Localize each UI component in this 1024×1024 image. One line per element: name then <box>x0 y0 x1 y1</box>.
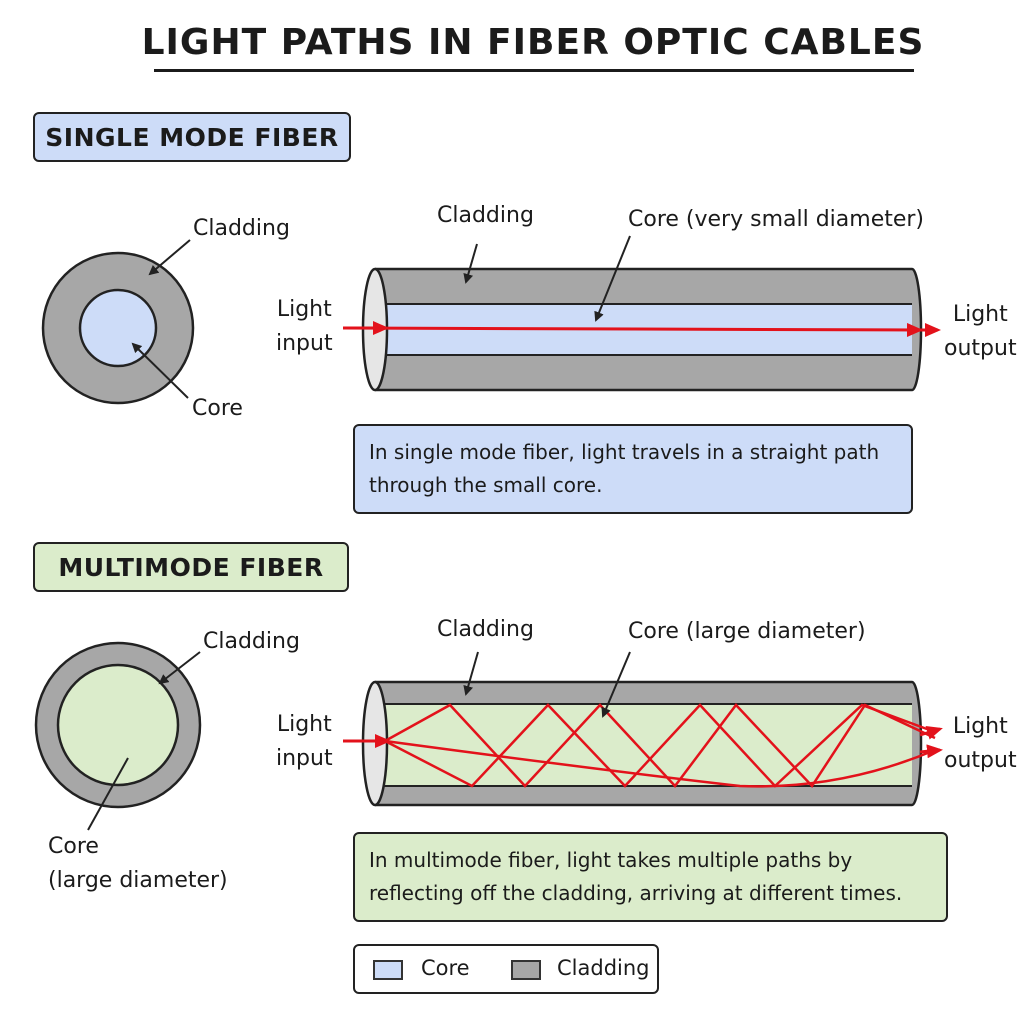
legend: Core Cladding <box>353 944 659 994</box>
legend-core-swatch <box>373 960 403 980</box>
multi-side-cladding-label: Cladding <box>437 617 534 642</box>
multi-cross-core-label: Core (large diameter) <box>48 834 228 893</box>
legend-core-label: Core <box>421 956 470 980</box>
single-light-ray <box>342 322 923 337</box>
single-cross-core-pointer <box>131 342 189 399</box>
single-side-core-label: Core (very small diameter) <box>628 207 925 232</box>
multi-cross-cladding-label: Cladding <box>203 629 300 654</box>
single-cross-cladding-pointer <box>148 239 191 276</box>
title-underline <box>154 69 914 72</box>
multi-cross-cladding-pointer <box>158 651 201 685</box>
multi-cross-section <box>34 641 202 831</box>
single-side-view <box>342 235 941 392</box>
multi-light-path-zigzag-b <box>384 703 936 788</box>
single-cross-section <box>41 239 195 405</box>
legend-cladding-swatch <box>511 960 541 980</box>
page-title: LIGHT PATHS IN FIBER OPTIC CABLES <box>141 22 925 63</box>
single-side-cladding-pointer <box>463 243 478 284</box>
multimode-note: In multimode fiber, light takes multiple… <box>353 832 948 922</box>
single-cross-core-label: Core <box>192 396 243 421</box>
single-side-core-pointer <box>594 235 631 322</box>
multi-side-cladding-pointer <box>463 651 479 696</box>
multi-side-core-label: Core (large diameter) <box>628 619 866 644</box>
multi-cross-core-pointer <box>87 757 129 831</box>
multi-side-end-face <box>361 680 389 807</box>
multimode-heading: MULTIMODE FIBER <box>33 542 349 592</box>
single-cross-cladding-label: Cladding <box>193 216 290 241</box>
multi-side-core <box>375 704 912 786</box>
single-light-output-label: Light output <box>944 302 1017 361</box>
multi-light-path-zigzag-a <box>384 703 936 789</box>
single-mode-note: In single mode fiber, light travels in a… <box>353 424 913 514</box>
single-mode-heading: SINGLE MODE FIBER <box>33 112 351 162</box>
single-light-input-label: Light input <box>276 297 333 356</box>
legend-cladding-label: Cladding <box>557 956 650 980</box>
multi-cross-core <box>56 663 180 787</box>
multi-side-view <box>343 651 943 807</box>
multi-light-input-label: Light input <box>276 712 333 771</box>
multi-side-core-pointer <box>601 651 631 718</box>
multi-light-path-curve <box>384 739 936 788</box>
multi-light-output-label: Light output <box>944 714 1017 773</box>
single-side-cladding-label: Cladding <box>437 203 534 228</box>
